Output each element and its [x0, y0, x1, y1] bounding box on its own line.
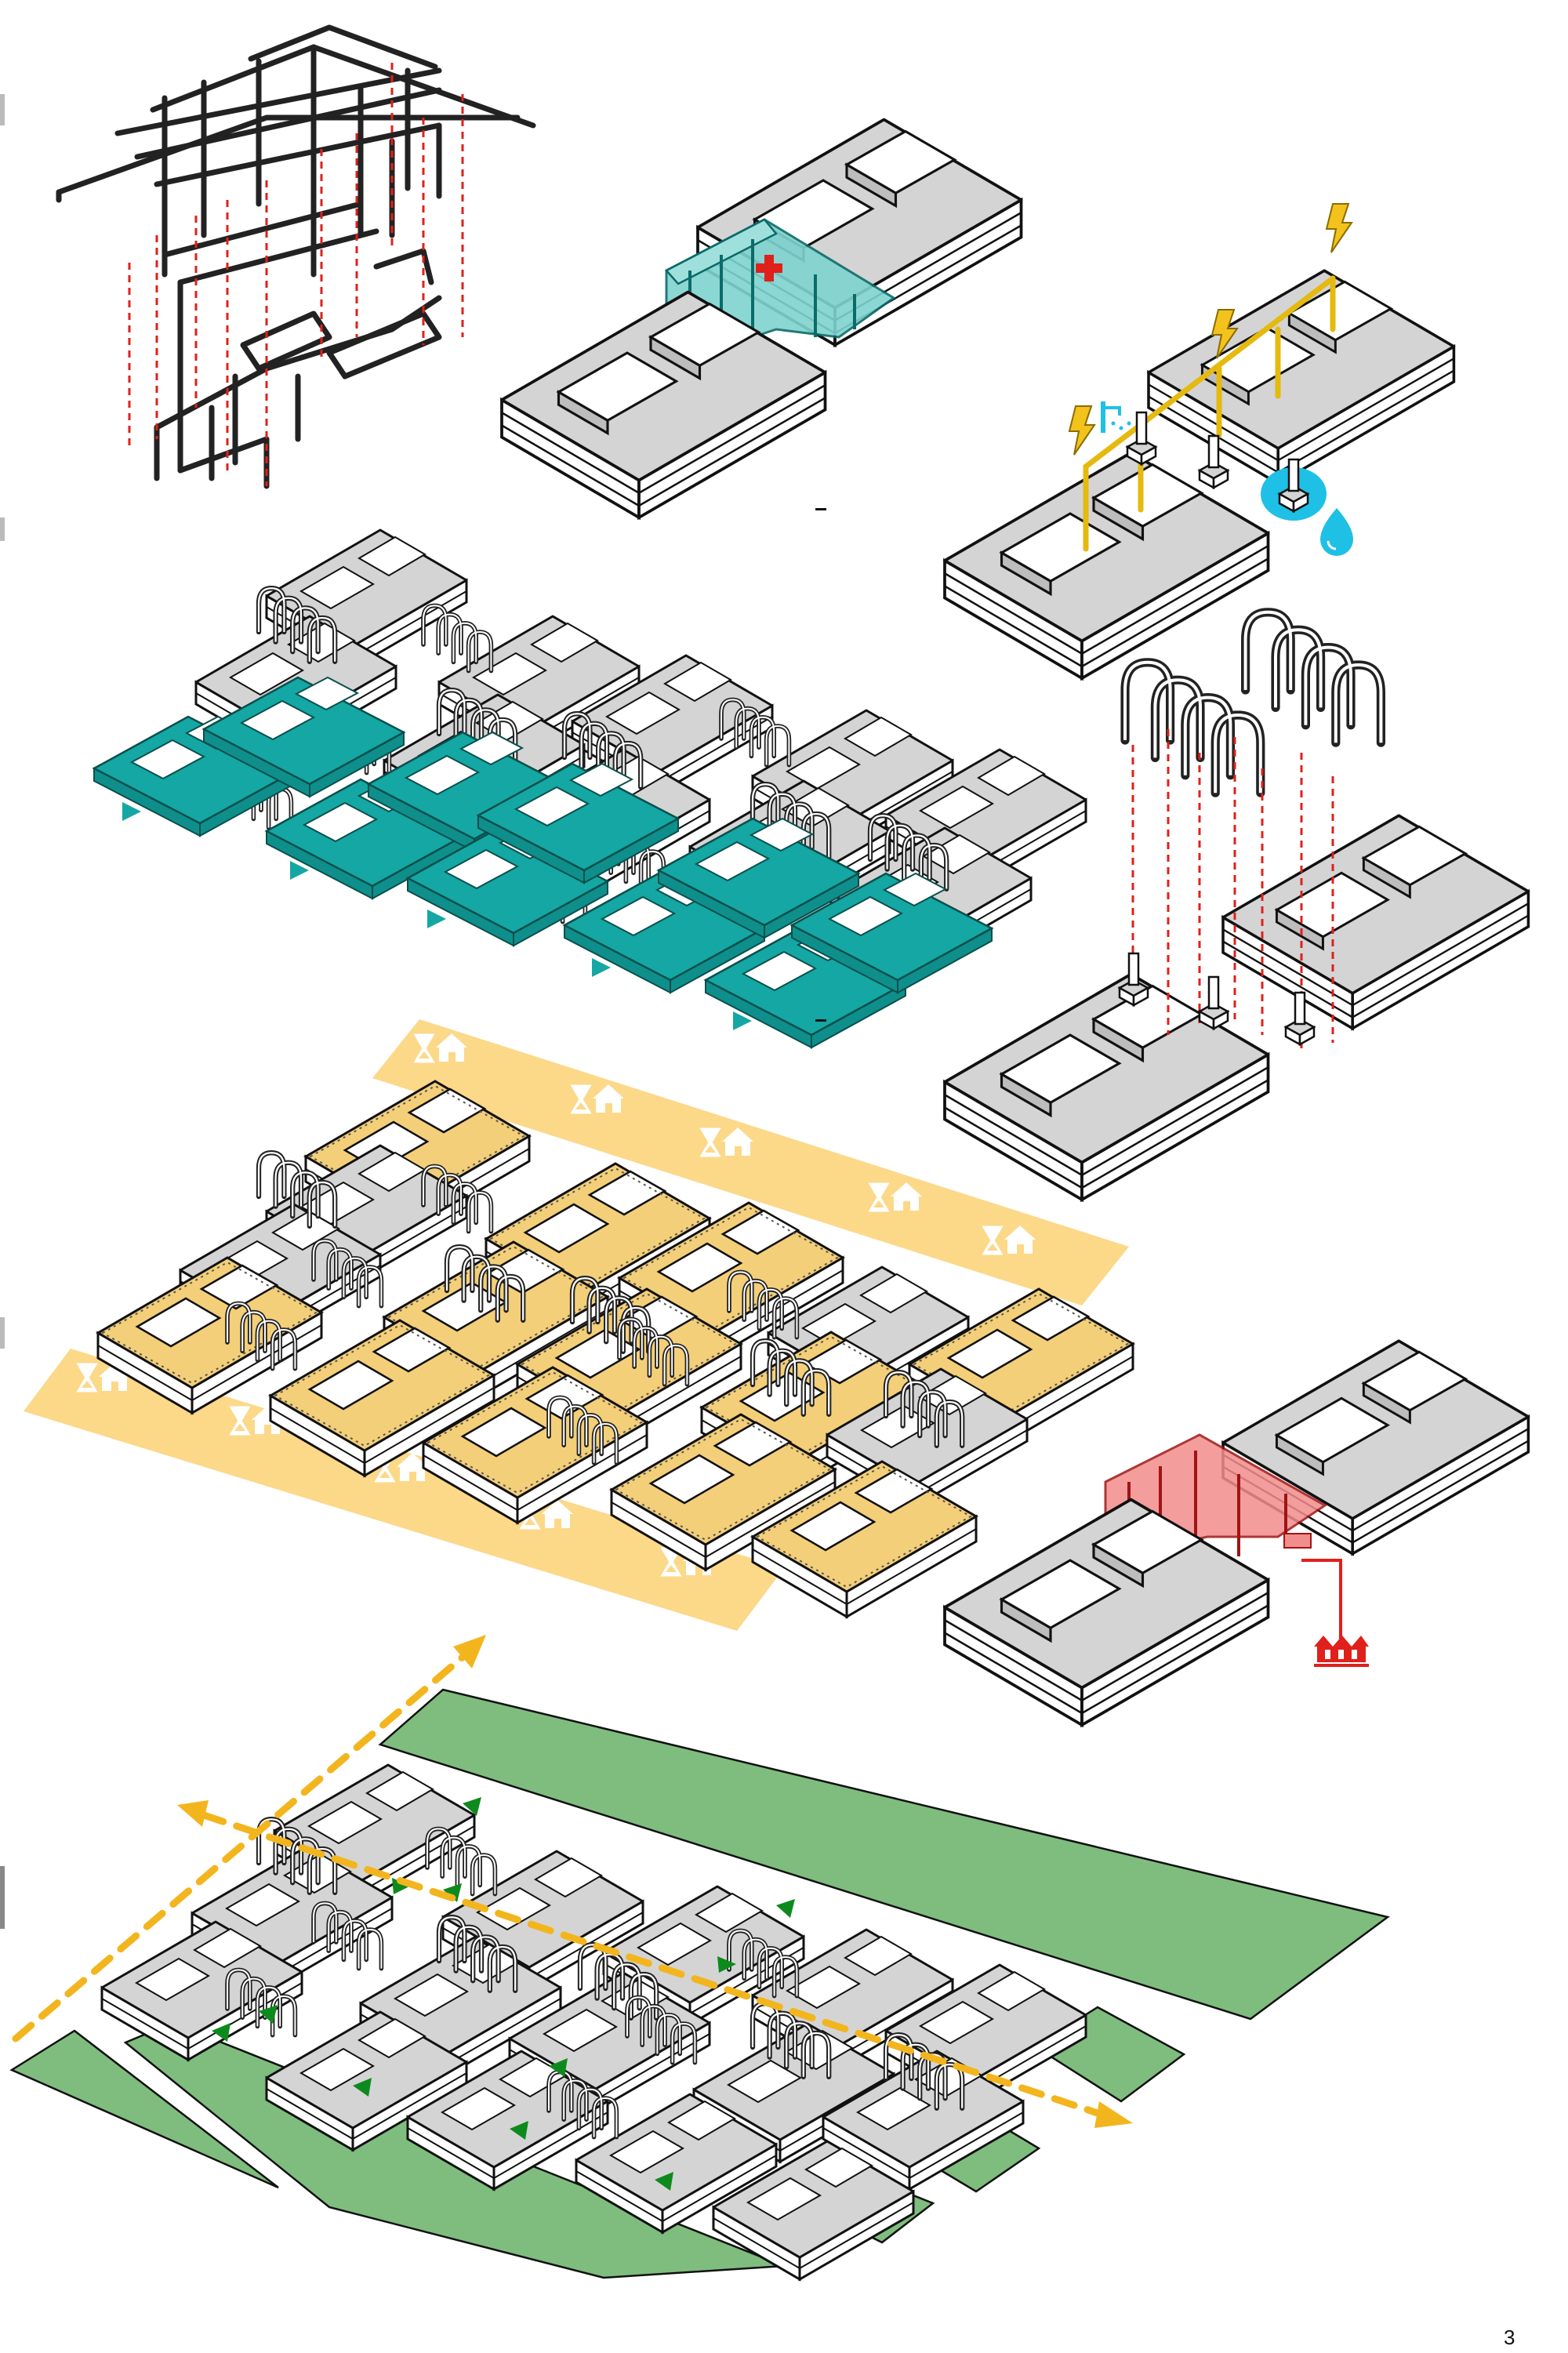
- direction-triangle-icon: [290, 861, 309, 880]
- direction-triangle-icon: [353, 2078, 372, 2097]
- direction-triangle-icon: [592, 958, 611, 977]
- housing-strip-bottom: [24, 1349, 784, 1631]
- direction-triangle-icon: [463, 1797, 481, 1816]
- green-space-southwest: [9, 2029, 279, 2189]
- shower-icon: [1101, 401, 1131, 433]
- lightning-icon: [1069, 405, 1095, 456]
- direction-triangle-icon: [427, 910, 446, 928]
- canopy-installation-detail: [943, 612, 1530, 1201]
- direction-triangle-icon: [212, 2023, 230, 2042]
- page-number: 3: [1504, 2326, 1515, 2349]
- scan-edge-mark: [0, 1317, 5, 1349]
- temporary-housing-zones: [24, 1019, 1129, 1631]
- direction-triangle-icon: [443, 1883, 462, 1902]
- scan-edge-mark: [0, 1866, 5, 1929]
- direction-triangle-icon: [733, 1011, 752, 1030]
- direction-triangle-icon: [259, 2005, 278, 2024]
- direction-triangle-icon: [392, 1878, 411, 1894]
- direction-triangle-icon: [717, 1956, 736, 1973]
- green-space-north: [378, 1688, 1390, 2021]
- lightning-icon: [1326, 203, 1352, 253]
- market-stall-icon: [1314, 1636, 1369, 1667]
- market-cluster: [943, 1339, 1530, 1727]
- direction-triangle-icon: [122, 802, 141, 821]
- direction-triangle-icon: [510, 2121, 528, 2140]
- scan-edge-mark: [0, 94, 5, 125]
- direction-triangle-icon: [655, 2172, 673, 2191]
- utilities-cluster: [943, 203, 1456, 680]
- timber-frame-exploded: [56, 24, 536, 489]
- scan-edge-mark: [0, 517, 5, 541]
- site-plan: [9, 1635, 1390, 2281]
- medical-cross-icon: [756, 255, 782, 281]
- water-drop-icon: [1320, 508, 1353, 556]
- medical-cluster: [500, 118, 1023, 519]
- route-arrow-icon: [177, 1800, 1133, 2128]
- water-tank: [1261, 458, 1327, 521]
- route-arrow-icon: [12, 1635, 486, 2043]
- direction-triangle-icon: [776, 1899, 795, 1918]
- teal-masterplan: [93, 528, 1087, 1049]
- direction-triangle-icon: [549, 2058, 568, 2077]
- housing-strip-top: [372, 1019, 1129, 1305]
